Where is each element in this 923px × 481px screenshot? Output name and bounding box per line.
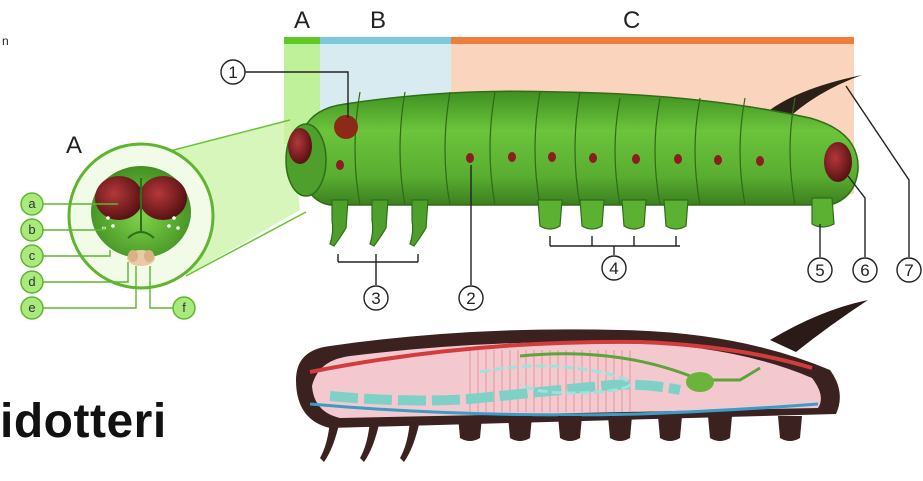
callout-number-6: 6 bbox=[860, 261, 869, 280]
spiracle bbox=[674, 154, 682, 164]
callout-number-7: 7 bbox=[904, 261, 913, 280]
internal-true-leg bbox=[320, 420, 340, 462]
callout-number-4: 4 bbox=[609, 259, 618, 278]
region-c-bar bbox=[451, 37, 854, 44]
region-a-bar bbox=[284, 37, 320, 44]
left-eye-lobe bbox=[95, 176, 143, 220]
proleg bbox=[538, 200, 562, 229]
spiracle bbox=[756, 156, 764, 166]
callout-number-1: 1 bbox=[228, 63, 237, 82]
internal-proleg bbox=[658, 416, 682, 441]
callout-line-4 bbox=[550, 236, 680, 255]
internal-proleg bbox=[778, 416, 802, 441]
page-title-fragment: idotteri bbox=[0, 394, 167, 449]
spiracle bbox=[508, 152, 516, 162]
callout-label-b: b bbox=[28, 222, 35, 237]
callout-label-f: f bbox=[182, 300, 186, 315]
proleg bbox=[580, 200, 604, 229]
caterpillar-internal bbox=[296, 300, 868, 462]
spiracle bbox=[336, 160, 344, 170]
inset-label: A bbox=[66, 132, 82, 159]
proleg bbox=[664, 200, 688, 229]
true-leg bbox=[410, 200, 428, 246]
region-a-label: A bbox=[294, 7, 310, 34]
spiracle bbox=[589, 153, 597, 163]
proleg bbox=[622, 200, 646, 229]
internal-horn bbox=[770, 300, 868, 352]
callout-line-3 bbox=[338, 254, 418, 285]
region-b-bar bbox=[320, 37, 451, 44]
spiracle bbox=[714, 155, 722, 165]
head-eye bbox=[288, 128, 312, 164]
internal-proleg bbox=[608, 416, 632, 441]
callout-label-a: a bbox=[28, 196, 36, 211]
spiracle bbox=[632, 154, 640, 164]
internal-true-leg bbox=[400, 420, 420, 462]
corner-fragment: n bbox=[2, 34, 9, 48]
region-c-label: C bbox=[623, 7, 640, 34]
region-b-label: B bbox=[370, 7, 386, 34]
true-leg bbox=[330, 200, 348, 246]
callout-number-2: 2 bbox=[466, 289, 475, 308]
callout-number-5: 5 bbox=[815, 261, 824, 280]
internal-proleg bbox=[558, 416, 582, 441]
spiracle bbox=[466, 153, 474, 163]
callout-label-c: c bbox=[29, 248, 36, 263]
true-leg bbox=[370, 200, 388, 246]
internal-proleg bbox=[458, 416, 482, 441]
callout-label-d: d bbox=[28, 274, 35, 289]
internal-proleg bbox=[508, 416, 532, 441]
callout-number-3: 3 bbox=[371, 289, 380, 308]
internal-proleg bbox=[708, 416, 732, 441]
prothoracic-shield bbox=[334, 115, 358, 139]
callout-label-e: e bbox=[28, 300, 35, 315]
right-eye-lobe bbox=[139, 176, 187, 220]
spiracle bbox=[548, 152, 556, 162]
anal-proleg bbox=[812, 198, 834, 227]
anal-plate bbox=[824, 142, 852, 182]
